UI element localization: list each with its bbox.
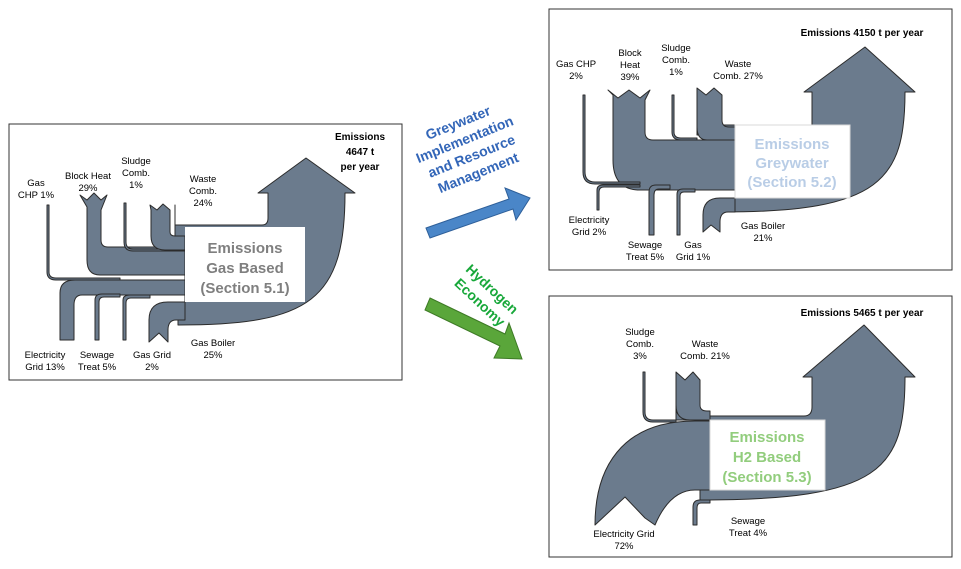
greywater-label-boiler-2: 21% [753,233,773,244]
h2-box-line-1: Emissions [729,429,804,446]
gas-label-electricity-2: Grid 13% [25,362,65,373]
gas-label-sewage-2: Treat 5% [78,362,117,373]
gas-flow-boiler [148,301,186,343]
gas-label-gasgrid-1: Gas Grid [133,350,171,361]
gas-flow-block-heat [79,192,186,276]
greywater-label-sewage-2: Treat 5% [626,252,665,263]
hydrogen-transition: Hydrogen Economy [424,261,523,360]
gas-emissions-line-2: 4647 t [346,147,375,158]
gas-flow-sewage [94,293,121,341]
gas-flow-grid [122,294,151,341]
h2-box-line-3: (Section 5.3) [722,469,811,486]
h2-emissions-title: Emissions 5465 t per year [801,308,924,319]
gas-label-waste-2: Comb. [189,186,217,197]
h2-flow-waste [675,371,711,421]
greywater-label-blockheat-2: Heat [620,60,640,71]
greywater-flow-boiler [702,197,736,233]
h2-flow-sludge [642,371,677,423]
h2-flow-electricity [594,420,711,526]
h2-label-electricity-2: 72% [614,541,634,552]
gas-box-line-1: Emissions [207,240,282,257]
gas-label-sludge-1: Sludge [121,156,151,167]
greywater-emissions-box [734,124,851,199]
gas-label-chp-2: CHP 1% [18,190,55,201]
greywater-label-sludge-3: 1% [669,67,683,78]
gas-label-sludge-3: 1% [129,180,143,191]
greywater-label-chp-1: Gas CHP [556,59,596,70]
gas-label-sewage-1: Sewage [80,350,114,361]
greywater-box-line-2: Greywater [755,155,829,172]
gas-label-boiler-1: Gas Boiler [191,338,235,349]
gas-label-waste-3: 24% [193,198,213,209]
h2-label-sludge-3: 3% [633,351,647,362]
greywater-label-electricity-2: Grid 2% [572,227,607,238]
greywater-label-waste-1: Waste [725,59,752,70]
gas-label-blockheat-2: 29% [78,183,98,194]
greywater-flow-chp [582,94,641,185]
greywater-box-line-3: (Section 5.2) [747,174,836,191]
panel-gas-based: Emissions Gas Based (Section 5.1) Emissi… [8,123,403,381]
greywater-flow-sewage [648,184,671,236]
panel-h2-based: Emissions H2 Based (Section 5.3) Emissio… [548,295,953,558]
greywater-flow-grid [676,188,696,236]
h2-label-waste-2: Comb. 21% [680,351,730,362]
h2-flow-sewage [692,499,711,526]
gas-box-line-2: Gas Based [206,260,284,277]
h2-label-sludge-2: Comb. [626,339,654,350]
greywater-emissions-title: Emissions 4150 t per year [801,28,924,39]
gas-label-gasgrid-2: 2% [145,362,159,373]
gas-emissions-line-1: Emissions [335,132,385,143]
greywater-label-sludge-2: Comb. [662,55,690,66]
h2-box-line-2: H2 Based [733,449,801,466]
greywater-flow-electricity [596,184,641,211]
gas-label-electricity-1: Electricity [25,350,66,361]
greywater-flow-block-heat [607,89,736,191]
greywater-label-blockheat-1: Block [618,48,641,59]
gas-emissions-box [185,227,305,302]
h2-label-sludge-1: Sludge [625,327,655,338]
greywater-label-sludge-1: Sludge [661,43,691,54]
greywater-label-electricity-1: Electricity [569,215,610,226]
greywater-label-sewage-1: Sewage [628,240,662,251]
gas-flow-waste [149,203,186,251]
greywater-label-gasgrid-1: Gas [684,240,702,251]
gas-emissions-line-3: per year [341,162,380,173]
h2-label-waste-1: Waste [692,339,719,350]
gas-box-line-3: (Section 5.1) [200,280,289,297]
gas-label-waste-1: Waste [190,174,217,185]
greywater-label-blockheat-3: 39% [620,72,640,83]
greywater-box-line-1: Emissions [754,136,829,153]
gas-label-chp-1: Gas [27,178,45,189]
greywater-flow-sludge [671,94,698,141]
h2-label-electricity-1: Electricity Grid [593,529,654,540]
greywater-label-boiler-1: Gas Boiler [741,221,785,232]
gas-label-sludge-2: Comb. [122,168,150,179]
greywater-transition: Greywater Implementation and Resource Ma… [414,102,531,239]
h2-emissions-box [709,419,826,491]
greywater-label-gasgrid-2: Grid 1% [676,252,711,263]
hydrogen-transition-arrow [424,297,523,360]
greywater-label-chp-2: 2% [569,71,583,82]
greywater-flow-waste [696,87,736,141]
gas-label-blockheat-1: Block Heat [65,171,111,182]
greywater-transition-arrow [425,187,531,239]
h2-label-sewage-2: Treat 4% [729,528,768,539]
h2-label-sewage-1: Sewage [731,516,765,527]
greywater-label-waste-2: Comb. 27% [713,71,763,82]
panel-greywater: Emissions Greywater (Section 5.2) Emissi… [548,8,953,271]
gas-label-boiler-2: 25% [203,350,223,361]
